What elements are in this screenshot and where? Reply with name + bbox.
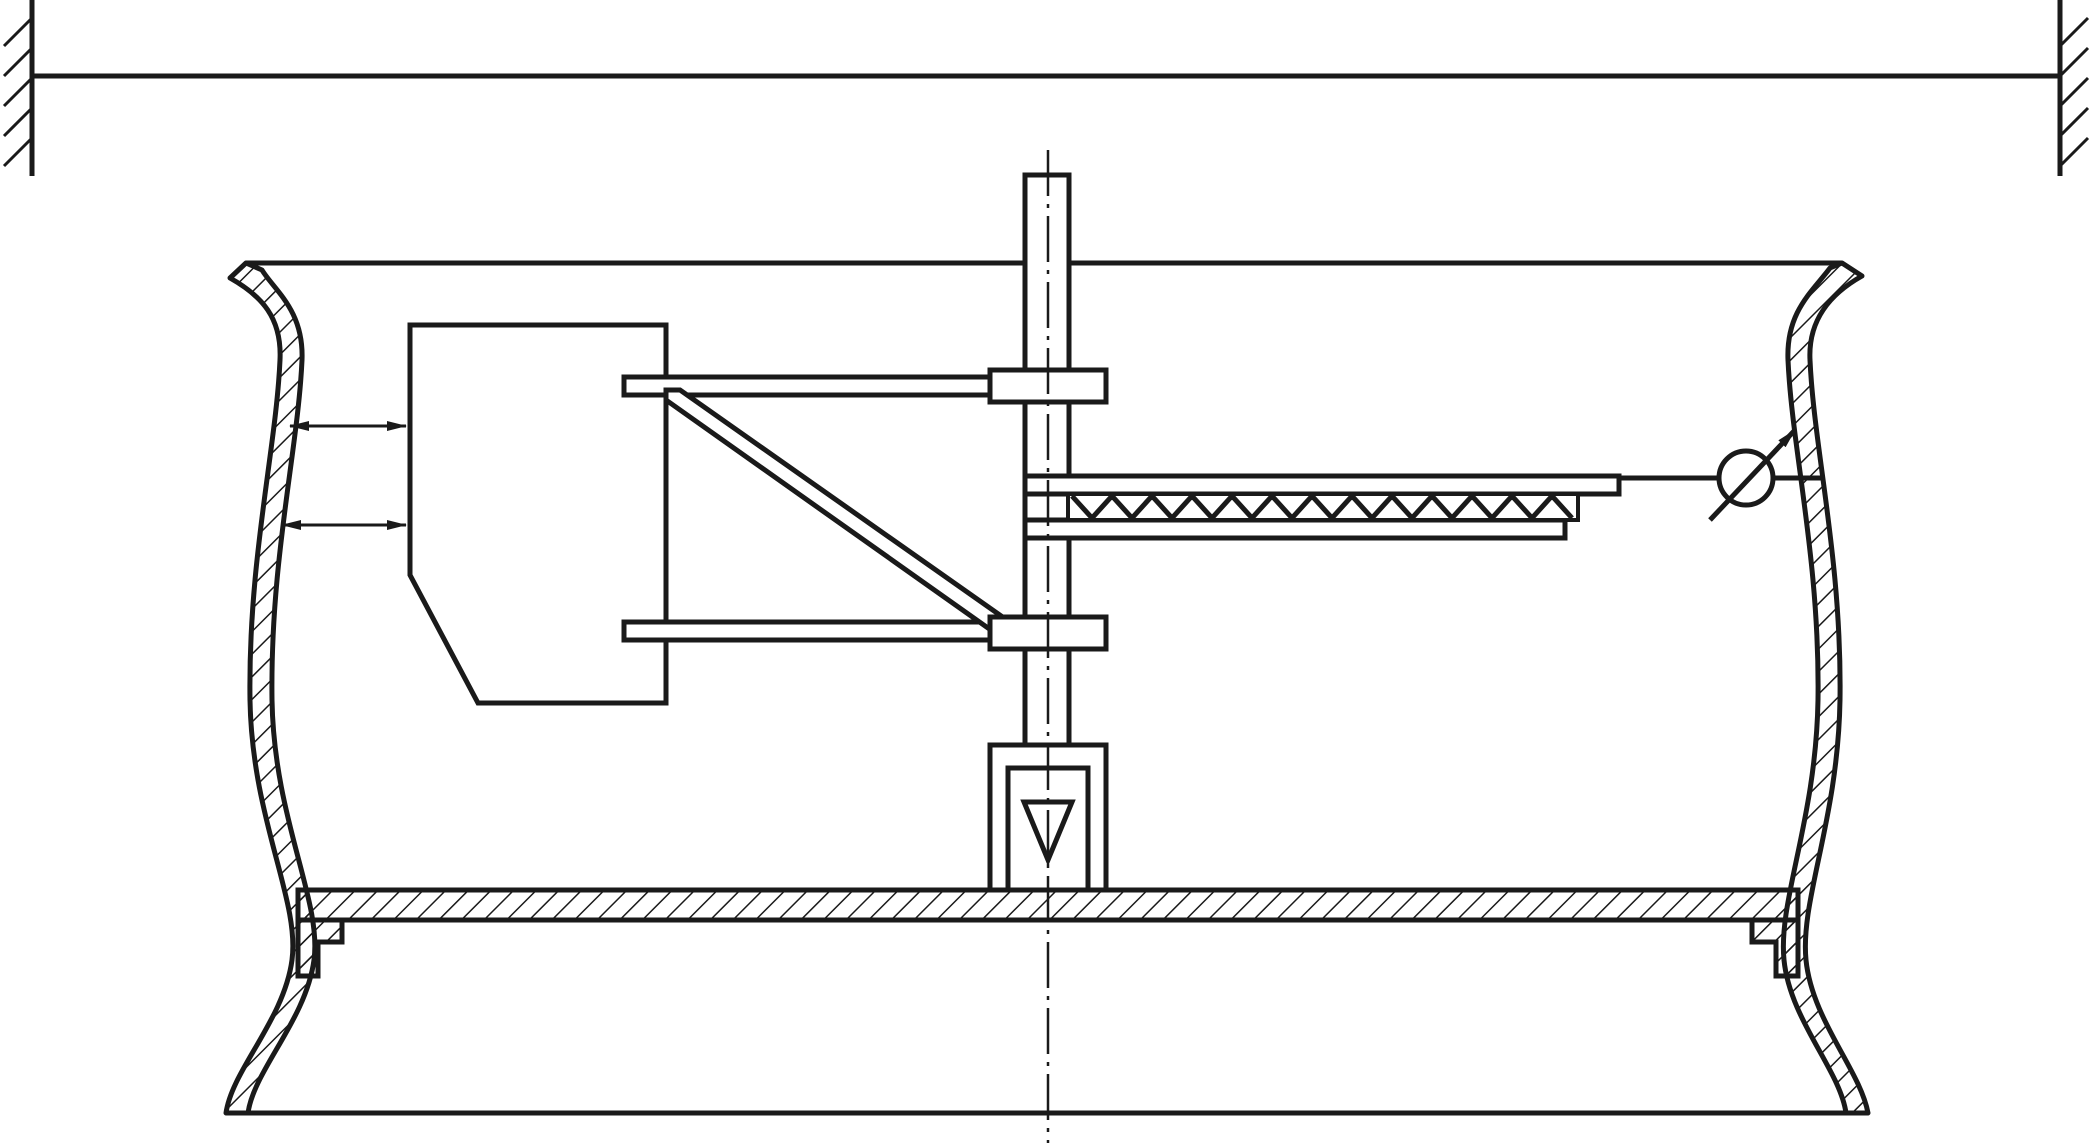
left-bracket xyxy=(295,917,345,979)
spring-arm xyxy=(1022,473,1622,541)
lower-arm xyxy=(621,619,997,643)
fixed-support-left xyxy=(2,0,35,176)
measuring-head-block xyxy=(407,322,669,706)
right-wall xyxy=(1780,260,1871,1116)
fixed-support-right xyxy=(2057,0,2090,176)
left-wall xyxy=(223,260,318,1116)
adjustable-resistor-symbol xyxy=(1619,428,1822,522)
right-bracket xyxy=(1749,917,1801,979)
truss-arm xyxy=(663,387,1009,632)
